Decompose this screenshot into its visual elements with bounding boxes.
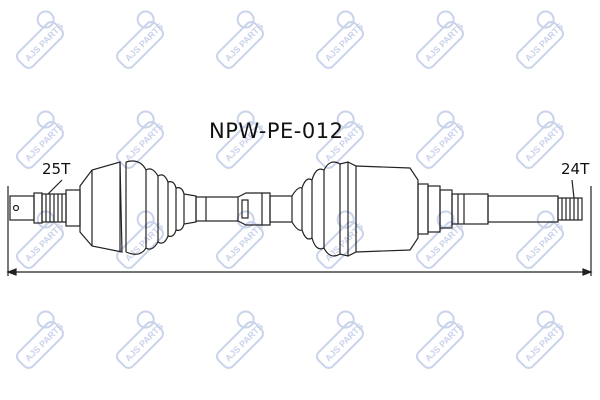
- right-boot: [291, 161, 349, 257]
- right-stub-axle: [451, 193, 583, 225]
- shaft: [195, 192, 293, 226]
- part-number-label: NPW-PE-012: [209, 119, 344, 143]
- left-cv-joint: [79, 161, 127, 253]
- right-cv-joint: [347, 161, 453, 257]
- length-dimension: [6, 186, 593, 276]
- left-spline-count: 25T: [42, 160, 71, 178]
- right-spline-count: 24T: [561, 160, 590, 178]
- left-stub-axle: [9, 189, 81, 227]
- left-boot: [125, 160, 197, 255]
- spline-leaders: [47, 179, 575, 199]
